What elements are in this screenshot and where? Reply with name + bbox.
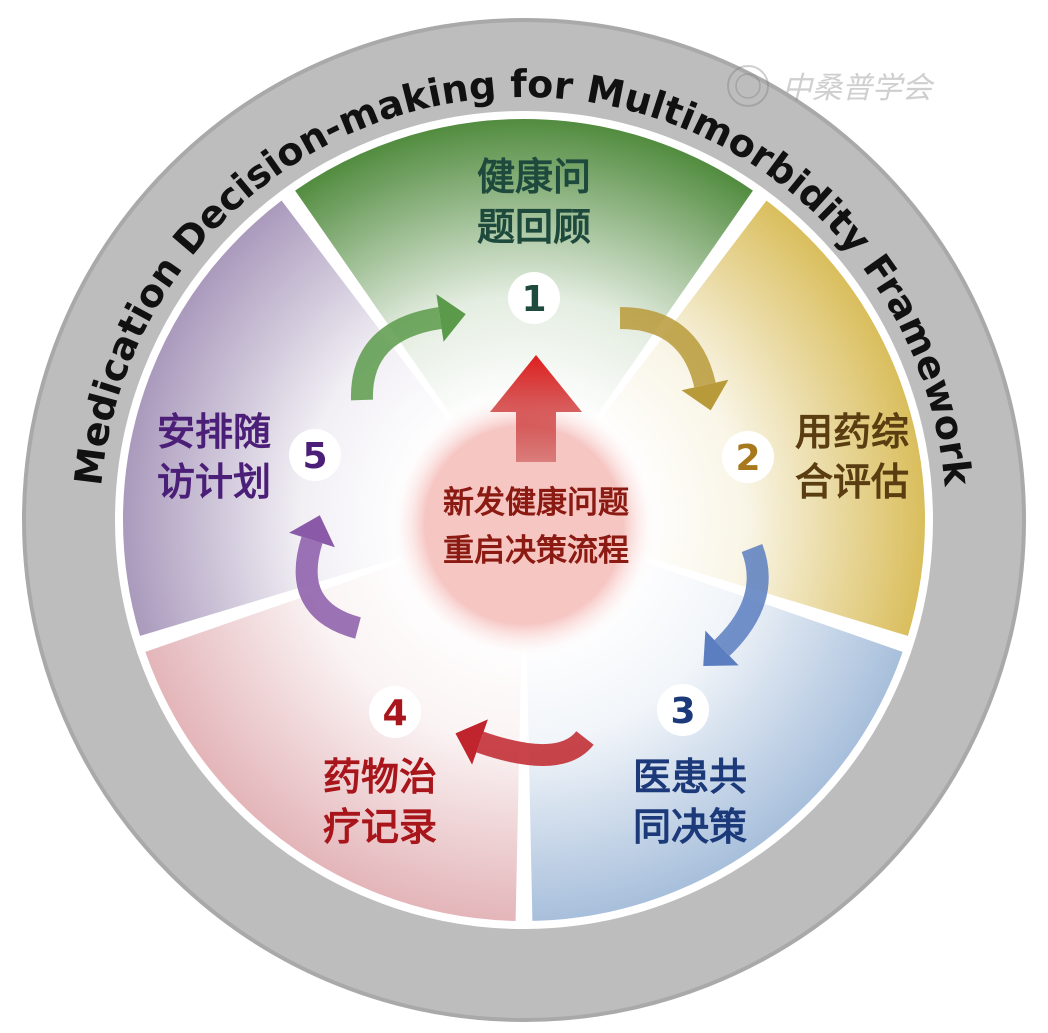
cycle-arrows (289, 294, 769, 767)
center-circle (392, 393, 656, 657)
arrow-4-to-5-head (289, 515, 335, 548)
arrow-5-to-1-shaft (350, 307, 442, 401)
step-number-2: 2 (735, 438, 760, 479)
step-5-label-line-2: 访计划 (157, 460, 271, 504)
step-badge-3 (657, 684, 709, 736)
step-number-5: 5 (302, 436, 327, 477)
arrow-2-to-3-shaft (714, 544, 769, 656)
step-number-1: 1 (521, 279, 546, 320)
step-2-label-line-1: 用药综 (795, 410, 909, 454)
restart-up-arrow-icon (490, 355, 582, 462)
step-4-label-line-1: 药物治 (323, 755, 437, 799)
arrow-3-to-4-head (455, 719, 488, 765)
arrow-2-to-3-head (703, 630, 739, 667)
step-5-label-line-1: 安排随 (157, 410, 271, 454)
step-3-label-line-1: 医患共 (633, 755, 747, 799)
step-badge-4 (369, 686, 421, 738)
arrow-5-to-1-icon (350, 294, 466, 401)
step-1-label-line-1: 健康问 (477, 155, 591, 199)
step-badge-1 (508, 272, 560, 324)
watermark-text: 中桑普学会 (782, 71, 935, 106)
step-3-label-line-2: 同决策 (633, 805, 747, 849)
watermark-seal-inner (735, 73, 761, 99)
step-number-3: 3 (670, 691, 695, 732)
step-badge-2 (722, 431, 774, 483)
arrow-3-to-4-icon (455, 719, 594, 767)
arrow-1-to-2-head (681, 379, 729, 411)
center-text-line-1: 新发健康问题 (443, 485, 629, 521)
arrow-5-to-1-head (436, 294, 466, 342)
step-2-label-line-2: 合评估 (795, 460, 909, 504)
inner-disk-edge (115, 111, 933, 929)
step-4-label-line-2: 疗记录 (323, 805, 437, 849)
arrow-3-to-4-shaft (476, 730, 594, 767)
arrow-4-to-5-icon (289, 515, 362, 639)
arrow-1-to-2-icon (619, 307, 729, 411)
center-text-line-2: 重启决策流程 (443, 533, 629, 569)
step-number-4: 4 (382, 693, 407, 734)
arrow-2-to-3-icon (703, 544, 769, 667)
watermark: 中桑普学会 (727, 65, 935, 107)
step-badge-5 (289, 429, 341, 481)
step-1-label-line-2: 题回顾 (477, 205, 591, 249)
watermark-seal-icon (727, 65, 769, 107)
arrow-4-to-5-shaft (295, 536, 362, 639)
arrow-1-to-2-shaft (619, 307, 716, 388)
ring-highlight (22, 18, 1026, 1022)
